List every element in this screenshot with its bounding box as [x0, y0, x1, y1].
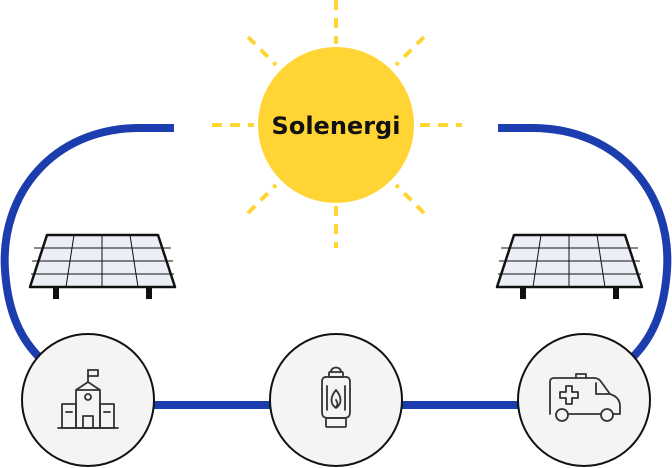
school-node: [21, 333, 155, 467]
sun: Solenergi: [258, 47, 414, 203]
solar-panel-right-icon: [495, 233, 644, 301]
solar-panel-left-icon: [28, 233, 177, 301]
lantern-node: [269, 333, 403, 467]
school-icon: [57, 369, 119, 429]
sun-ray-bottom-left: [246, 183, 278, 215]
sun-label: Solenergi: [272, 112, 401, 140]
sun-icon: [258, 47, 414, 203]
sun-ray-top-right: [394, 35, 426, 67]
connection-lines: [0, 124, 672, 409]
sun-rays: [212, 0, 462, 248]
right-arc-line: [498, 124, 672, 361]
sun-ray-bottom-right: [394, 183, 426, 215]
sun-ray-top-left: [246, 35, 278, 67]
lantern-icon: [321, 366, 351, 428]
ambulance-icon: [549, 373, 621, 422]
left-arc-line: [0, 124, 174, 361]
ambulance-node: [517, 333, 651, 467]
